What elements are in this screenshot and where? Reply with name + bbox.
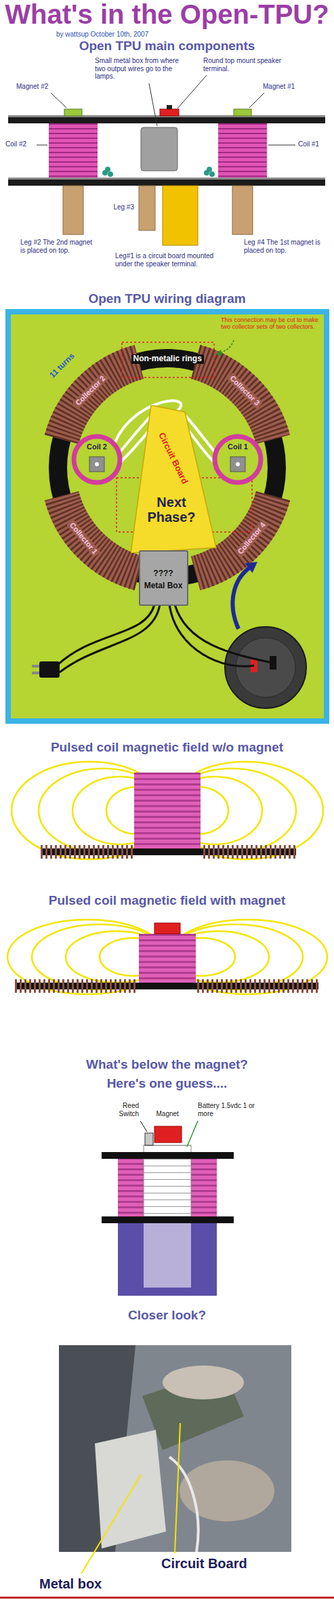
part-name: Coil #1 [298,140,320,149]
section-heading: Pulsed coil magnetic field with magnet [0,892,334,908]
callout-text: Leg #4 The 1st magnet is placed on top. [243,238,322,255]
callout-text: Round top mount speaker terminal. [203,56,292,73]
part-name: Leg #3 [101,203,135,212]
photo-label: Circuit Board [161,1555,248,1572]
wiring-diagram [8,311,327,721]
part-name: Battery 1.5vdc 1 or more [197,1101,256,1118]
coil-label: Coil 1 [227,442,248,452]
metal-box: ???? Metal Box [138,550,189,606]
section-heading: Closer look? [0,1307,334,1323]
byline: by wattsup October 10th, 2007 [56,30,233,39]
section-heading: Pulsed coil magnetic field w/o magnet [0,739,334,755]
section-heading: Open TPU main components [0,38,334,54]
coil-circle: Coil 1 [212,433,264,486]
page-title: What's in the Open-TPU? [0,0,334,29]
photo [58,1344,292,1574]
part-name: Magnet [156,1109,179,1118]
guess-cutaway [101,1120,234,1296]
callout-text: Leg#1 is a circuit board mounted under t… [115,252,217,268]
box-label: Metal Box [144,581,183,591]
callout-text: Small metal box from where two output wi… [94,56,187,81]
part-name: Magnet #2 [16,82,49,91]
coil-circle: Coil 2 [71,433,123,486]
side-view [8,75,326,246]
ring-label: Non-metalic rings [131,354,204,364]
field-no-magnet [11,761,324,860]
coil-outline [71,433,123,486]
part-name: Reed Switch [101,1101,139,1118]
coil-outline [212,433,264,486]
circuit-board: Circuit BoardNext Phase? [130,405,218,553]
part-name: Coil #2 [5,140,27,149]
coil-label: Coil 2 [86,442,108,452]
note-text: This connection may be cut to make two c… [220,316,324,331]
section-heading: Open TPU wiring diagram [0,291,334,307]
photo-label: Metal box [39,1575,102,1592]
section-heading: What's below the magnet? [0,1056,334,1072]
board-outline [130,405,218,553]
board-note: Next Phase? [140,494,203,525]
bottom-rule [0,1596,334,1599]
box-label: ???? [153,569,173,579]
part-name: Magnet #1 [262,82,295,91]
field-with-magnet [7,919,328,994]
callout-text: Leg #2 The 2nd magnet is placed on top. [20,238,95,255]
section-heading: Here's one guess.... [0,1075,334,1091]
